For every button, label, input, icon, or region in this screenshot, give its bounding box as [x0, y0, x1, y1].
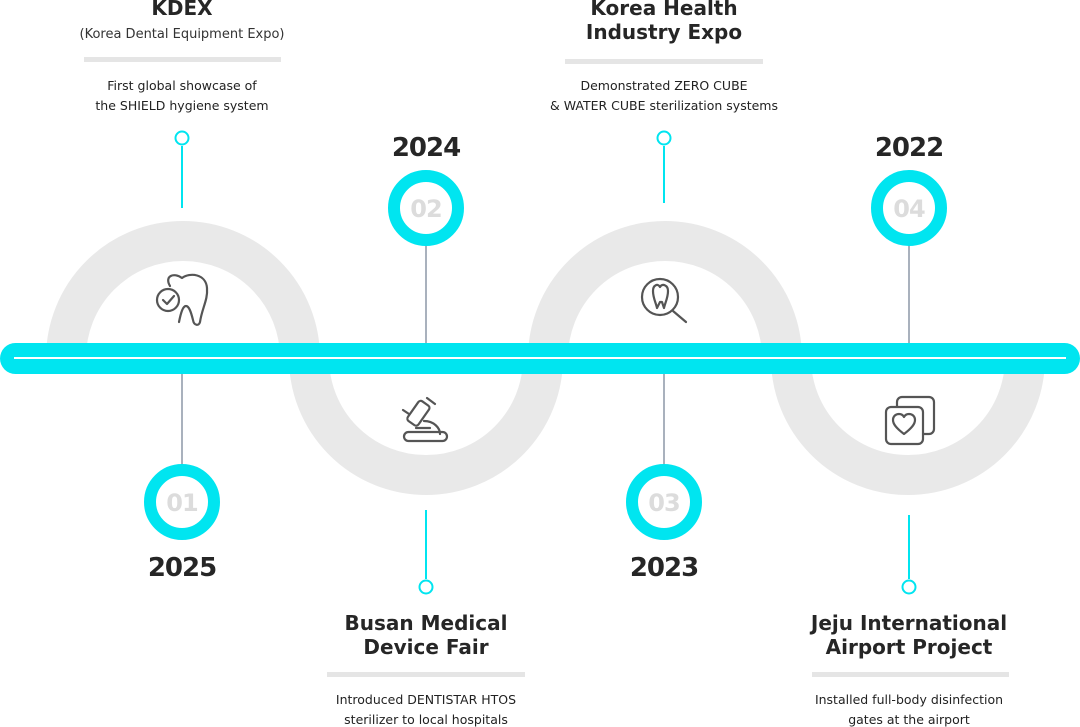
event-dot-01: [174, 130, 190, 146]
arc-3: [528, 221, 802, 359]
arc-1: [46, 221, 320, 359]
year-04: 2022: [875, 133, 943, 163]
event-03-title-line-2: Industry Expo: [586, 20, 742, 44]
event-04-title-line-2: Airport Project: [826, 635, 993, 659]
number-04: 04: [893, 195, 925, 223]
number-badge-02: 02: [388, 170, 464, 246]
event-03-desc-line-2: & WATER CUBE sterilization systems: [550, 98, 778, 113]
event-01-title: KDEX: [151, 0, 213, 20]
event-02-title-line-1: Busan Medical: [345, 611, 508, 635]
event-dots: [174, 130, 917, 595]
event-01-subtitle: (Korea Dental Equipment Expo): [80, 27, 285, 42]
event-03-title-line-1: Korea Health: [590, 0, 737, 20]
event-04-desc-line-2: gates at the airport: [848, 712, 970, 727]
arc-2: [289, 357, 563, 495]
heart-cards-icon: [884, 395, 936, 446]
arc-4: [771, 357, 1045, 495]
event-04-desc-line-1: Installed full-body disinfection: [815, 692, 1003, 707]
event-02-desc-line-2: sterilizer to local hospitals: [344, 712, 508, 727]
event-dot-04: [901, 579, 917, 595]
number-badge-01: 01: [144, 464, 220, 540]
event-04-title-line-1: Jeju International: [809, 611, 1007, 635]
number-badge-03: 03: [626, 464, 702, 540]
serpentine-track: [46, 221, 1045, 495]
event-03: Korea Health Industry Expo Demonstrated …: [550, 0, 778, 113]
event-02-title-line-2: Device Fair: [363, 635, 488, 659]
microscope-icon: [401, 396, 449, 443]
event-04: Jeju International Airport Project Insta…: [809, 611, 1009, 727]
tooth-search-icon: [640, 277, 688, 324]
event-02-desc-line-1: Introduced DENTISTAR HTOS: [336, 692, 516, 707]
number-01: 01: [166, 489, 198, 517]
year-03: 2023: [630, 553, 698, 583]
year-02: 2024: [392, 133, 460, 163]
event-01: KDEX (Korea Dental Equipment Expo) First…: [80, 0, 285, 113]
connectors: [181, 146, 910, 579]
number-02: 02: [410, 195, 441, 223]
event-01-desc-line-2: the SHIELD hygiene system: [95, 98, 268, 113]
number-badge-04: 04: [871, 170, 947, 246]
event-dot-02: [418, 579, 434, 595]
event-02: Busan Medical Device Fair Introduced DEN…: [327, 611, 525, 727]
event-dot-03: [656, 130, 672, 146]
event-01-desc-line-1: First global showcase of: [107, 78, 257, 93]
event-03-desc-line-1: Demonstrated ZERO CUBE: [580, 78, 747, 93]
number-03: 03: [648, 489, 679, 517]
year-01: 2025: [148, 553, 216, 583]
timeline-bar: [0, 343, 1080, 374]
tooth-check-icon: [155, 273, 209, 326]
